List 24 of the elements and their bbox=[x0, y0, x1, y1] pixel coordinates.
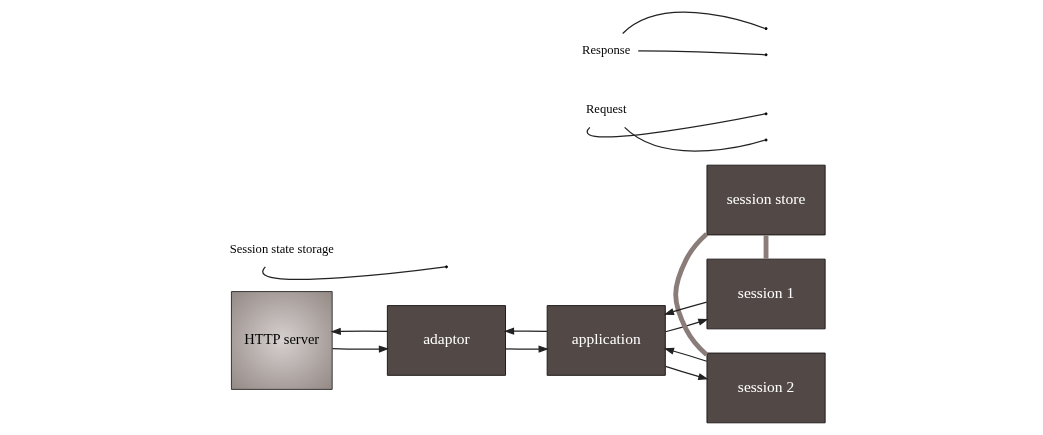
arrow bbox=[663, 301, 708, 316]
arrow bbox=[664, 365, 709, 381]
connector bbox=[637, 50, 766, 56]
connector bbox=[262, 266, 446, 281]
connector bbox=[622, 11, 766, 35]
node-box: session store bbox=[706, 164, 826, 236]
connector bbox=[624, 126, 766, 152]
connector bbox=[763, 235, 769, 259]
node-box: adaptor bbox=[386, 305, 506, 376]
connector bbox=[586, 113, 766, 138]
node-box: application bbox=[546, 305, 666, 376]
node-box: session 2 bbox=[706, 352, 826, 424]
arrow bbox=[503, 327, 548, 335]
node-text: Session state storage bbox=[229, 241, 334, 256]
node-box: HTTP server bbox=[230, 291, 333, 390]
connector bbox=[673, 232, 709, 357]
node-box: session 1 bbox=[706, 258, 826, 330]
node-text: Request bbox=[585, 102, 627, 117]
arrow bbox=[331, 345, 390, 353]
node-text: Response bbox=[582, 43, 631, 58]
arrow bbox=[663, 347, 708, 362]
arrow bbox=[330, 327, 388, 335]
arrow bbox=[664, 318, 709, 333]
arrow bbox=[505, 345, 549, 353]
